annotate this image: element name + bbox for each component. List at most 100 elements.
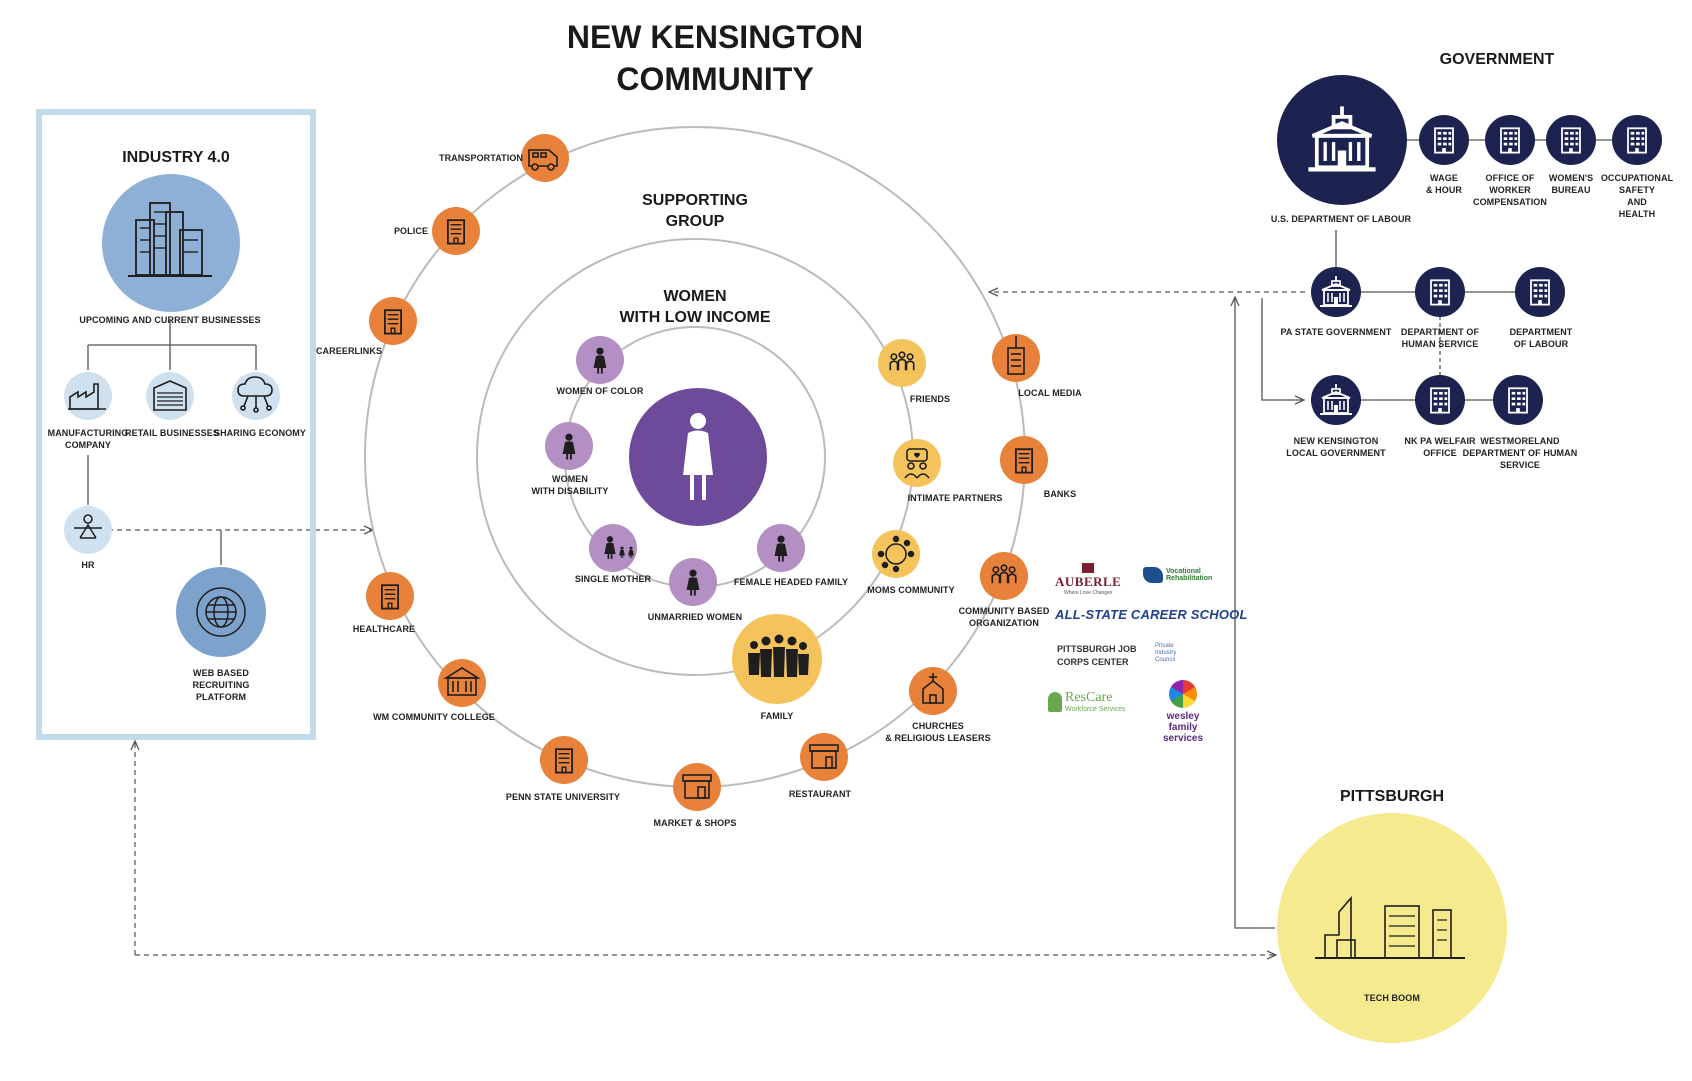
women-node-unmarried: UNMARRIED WOMEN	[648, 558, 743, 622]
dashed-arrows	[108, 292, 1305, 955]
node-label: UNMARRIED WOMEN	[648, 612, 743, 622]
outer-node-penn-state: PENN STATE UNIVERSITY	[506, 736, 620, 802]
agency-label-2: HUMAN SERVICE	[1402, 339, 1479, 349]
women-title-2: WITH LOW INCOME	[619, 309, 770, 326]
agency-label-2: SAFETY	[1619, 185, 1655, 195]
federal-agencies: WAGE & HOUR OFFICE OF WORKER COMPENSATIO…	[1419, 115, 1673, 219]
women-node-color: WOMEN OF COLOR	[557, 336, 644, 396]
support-node-friends: FRIENDS	[878, 339, 950, 404]
allstate-logo: ALL-STATE CAREER SCHOOL	[1055, 607, 1248, 622]
voc-rehab-line-2: Rehabilitation	[1166, 575, 1213, 582]
item-label-1: MANUFACTURING	[48, 428, 129, 438]
agency-pa-state: PA STATE GOVERNMENT	[1280, 267, 1392, 337]
node-label: CAREERLINKS	[316, 346, 382, 356]
agency-label-2: BUREAU	[1551, 185, 1590, 195]
web-label-1: WEB BASED	[193, 668, 249, 678]
auberle-tagline: Where Love Changes	[1063, 590, 1113, 596]
wesley-logo: wesley family services	[1163, 680, 1203, 744]
state-agencies: PA STATE GOVERNMENT DEPARTMENT OF HUMAN …	[1280, 267, 1573, 349]
node-label-2: WITH DISABILITY	[532, 486, 609, 496]
circle-of-people-icon	[877, 535, 915, 573]
auberle-icon	[1082, 563, 1095, 573]
agency-label-1: NK PA WELFAIR	[1404, 436, 1476, 446]
women-title-1: WOMEN	[663, 288, 726, 305]
node-label: FAMILY	[761, 711, 794, 721]
node-label: BANKS	[1044, 489, 1077, 499]
wesley-line-1: wesley	[1166, 711, 1200, 722]
agency-label-1: WOMEN'S	[1549, 173, 1593, 183]
outer-node-market: MARKET & SHOPS	[654, 763, 737, 828]
web-platform-node: WEB BASED RECRUITING PLATFORM	[176, 567, 266, 702]
center-node	[629, 388, 767, 526]
outer-node-local-media: LOCAL MEDIA	[992, 334, 1082, 398]
pittsburgh-title: PITTSBURGH	[1340, 788, 1444, 805]
skyscrapers-icon	[128, 202, 212, 277]
college-icon	[443, 667, 481, 696]
pic-line-2: Industry	[1155, 650, 1177, 656]
node-label: FRIENDS	[910, 394, 950, 404]
vocational-rehab-logo: Vocational Rehabilitation	[1143, 567, 1212, 583]
job-corps-logo: PITTSBURGH JOB CORPS CENTER	[1057, 643, 1137, 669]
title-line-1: NEW KENSINGTON	[567, 19, 863, 55]
agency-label-3: AND	[1627, 197, 1647, 207]
auberle-name: AUBERLE	[1055, 574, 1122, 589]
family-icon	[748, 634, 809, 677]
church-icon	[922, 673, 944, 704]
node-label: LOCAL MEDIA	[1018, 388, 1082, 398]
node-label: TRANSPORTATION	[439, 153, 523, 163]
agency-label-2: & HOUR	[1426, 185, 1462, 195]
node-label: MARKET & SHOPS	[654, 818, 737, 828]
globe-icon	[196, 587, 246, 637]
restaurant-icon	[809, 744, 839, 769]
title-line-2: COMMUNITY	[616, 61, 813, 97]
item-label-1: SHARING ECONOMY	[214, 428, 306, 438]
tower-icon	[1007, 336, 1025, 375]
rescare-figure-icon	[1048, 691, 1062, 712]
agency-label-1: PA STATE GOVERNMENT	[1280, 327, 1391, 337]
agency-label-1: NEW KENSINGTON	[1294, 436, 1379, 446]
outer-node-police: POLICE	[394, 207, 480, 255]
person-network-icon	[74, 514, 102, 539]
gov-main-label: U.S. DEPARTMENT OF LABOUR	[1271, 214, 1412, 224]
agency-label-2: DEPARTMENT OF HUMAN	[1463, 448, 1578, 458]
partners-icon	[904, 448, 930, 479]
outer-node-healthcare: HEALTHCARE	[353, 572, 415, 634]
wesley-line-3: services	[1163, 733, 1204, 744]
outer-node-wm-college: WM COMMUNITY COLLEGE	[373, 659, 495, 722]
pittsburgh-node: TECH BOOM	[1277, 813, 1507, 1043]
node-label-2: & RELIGIOUS LEASERS	[885, 733, 990, 743]
node-label: MOMS COMMUNITY	[867, 585, 954, 595]
node-label-1: WOMEN	[552, 474, 588, 484]
agency-label-1: DEPARTMENT	[1510, 327, 1573, 337]
van-icon	[528, 149, 558, 171]
agency-label-1: WESTMORELAND	[1480, 436, 1560, 446]
industry-item-retail: RETAIL BUSINESSES	[125, 372, 219, 438]
node-label: SINGLE MOTHER	[575, 574, 652, 584]
agency-label-4: HEALTH	[1619, 209, 1655, 219]
agency-wage-hour: WAGE & HOUR	[1419, 115, 1469, 195]
outer-node-churches: CHURCHES & RELIGIOUS LEASERS	[885, 667, 991, 743]
industry-hub: UPCOMING AND CURRENT BUSINESSES	[79, 174, 261, 325]
industry-title: INDUSTRY 4.0	[122, 149, 230, 166]
agency-label-1: DEPARTMENT OF	[1401, 327, 1480, 337]
agency-label-2: OF LABOUR	[1514, 339, 1569, 349]
node-label: WOMEN OF COLOR	[557, 386, 644, 396]
agency-womens-bureau: WOMEN'S BUREAU	[1546, 115, 1596, 195]
rescare-sub: Workforce Services	[1065, 706, 1126, 713]
web-label-2: RECRUITING	[193, 680, 250, 690]
industry-frame	[36, 109, 316, 740]
government-title: GOVERNMENT	[1440, 51, 1555, 68]
rescare-name: ResCare	[1065, 690, 1113, 705]
supporting-title-1: SUPPORTING	[642, 192, 748, 209]
agency-worker-comp: OFFICE OF WORKER COMPENSATION	[1473, 115, 1547, 207]
web-label-3: PLATFORM	[196, 692, 246, 702]
node-label-1: COMMUNITY BASED	[959, 606, 1050, 616]
pic-line-1: Private	[1155, 643, 1174, 649]
outer-node-community-org: COMMUNITY BASED ORGANIZATION	[959, 552, 1050, 628]
node-label-2: ORGANIZATION	[969, 618, 1039, 628]
market-icon	[682, 774, 712, 799]
agency-welfare: NK PA WELFAIR OFFICE	[1404, 375, 1476, 458]
pic-logo: Private Industry Council	[1155, 643, 1176, 664]
agency-label-1: OFFICE OF	[1486, 173, 1535, 183]
city-skyline-icon	[1315, 895, 1465, 959]
